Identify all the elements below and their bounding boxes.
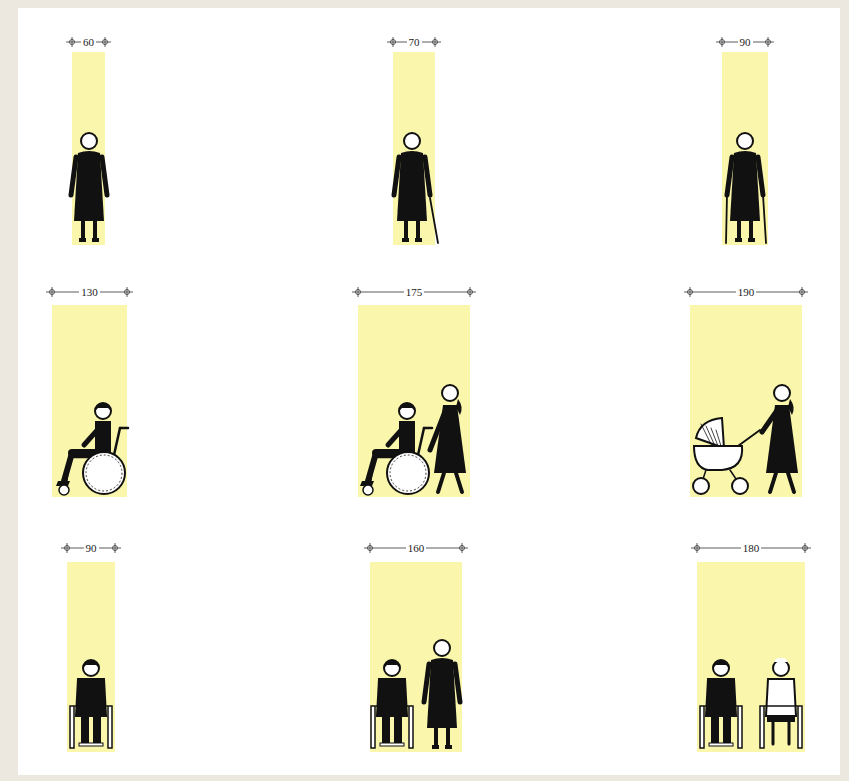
dimension-label: 160 xyxy=(406,542,427,554)
standing-woman xyxy=(727,133,763,242)
walking-aid xyxy=(430,198,438,243)
standing-woman xyxy=(71,133,107,242)
clearance-band xyxy=(52,305,127,497)
wheelchair-back xyxy=(760,658,802,748)
clearance-band xyxy=(697,562,805,752)
dimension-line xyxy=(66,37,111,47)
dimension-line xyxy=(61,543,121,553)
clearance-band xyxy=(370,562,462,752)
walking-woman xyxy=(762,385,798,492)
dimension-line xyxy=(387,37,441,47)
clearance-band xyxy=(722,52,768,245)
clearance-band xyxy=(690,305,802,497)
dimension-label: 60 xyxy=(81,36,96,48)
clearance-band xyxy=(72,52,105,245)
dimension-line xyxy=(352,287,476,297)
standing-woman xyxy=(394,133,430,242)
dimension-line xyxy=(46,287,133,297)
wheelchair-side xyxy=(56,403,128,495)
baby-pram xyxy=(693,418,760,494)
wheelchair-front xyxy=(700,660,742,748)
clearance-band xyxy=(393,52,435,245)
wheelchair-front xyxy=(70,660,112,748)
dimension-label: 130 xyxy=(79,286,100,298)
dimension-label: 180 xyxy=(741,542,762,554)
wheelchair-front xyxy=(371,660,413,748)
dimension-label: 190 xyxy=(736,286,757,298)
walking-aid xyxy=(726,195,727,243)
clearance-band xyxy=(67,562,115,752)
walking-woman xyxy=(430,385,466,492)
standing-woman xyxy=(424,640,460,749)
dimension-line xyxy=(691,543,811,553)
dimension-line xyxy=(364,543,468,553)
wheelchair-side xyxy=(360,403,432,495)
dimension-label: 70 xyxy=(407,36,422,48)
dimension-line xyxy=(684,287,808,297)
walking-aid xyxy=(763,195,766,243)
dimension-label: 90 xyxy=(738,36,753,48)
paper-ground xyxy=(18,8,840,775)
dimension-label: 175 xyxy=(404,286,425,298)
dimension-label: 90 xyxy=(84,542,99,554)
clearance-band xyxy=(358,305,470,497)
dimension-line xyxy=(716,37,774,47)
